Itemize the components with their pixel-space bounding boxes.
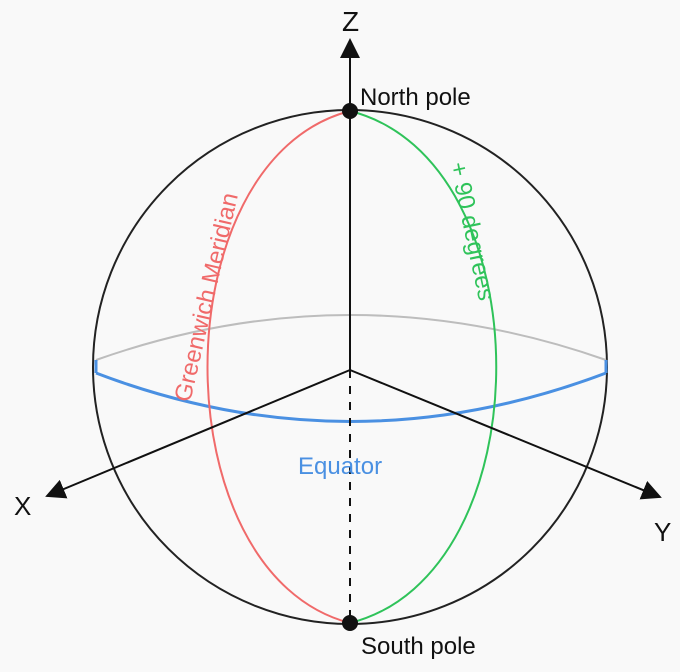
axis-z-label: Z	[342, 6, 359, 37]
ninety-degree-meridian-arc	[349, 110, 498, 624]
axis-x-label: X	[14, 491, 31, 521]
south-pole-dot	[342, 615, 358, 631]
axis-y-label: Y	[654, 517, 671, 547]
equator-label: Equator	[298, 453, 382, 480]
ninety-degrees-label: + 90 degrees	[444, 160, 500, 303]
greenwich-meridian-arc	[206, 110, 351, 624]
y-axis	[349, 369, 662, 500]
x-axis	[45, 369, 351, 499]
north-pole-label: North pole	[360, 84, 471, 111]
north-pole-dot	[342, 103, 358, 119]
south-pole-label: South pole	[361, 633, 476, 660]
